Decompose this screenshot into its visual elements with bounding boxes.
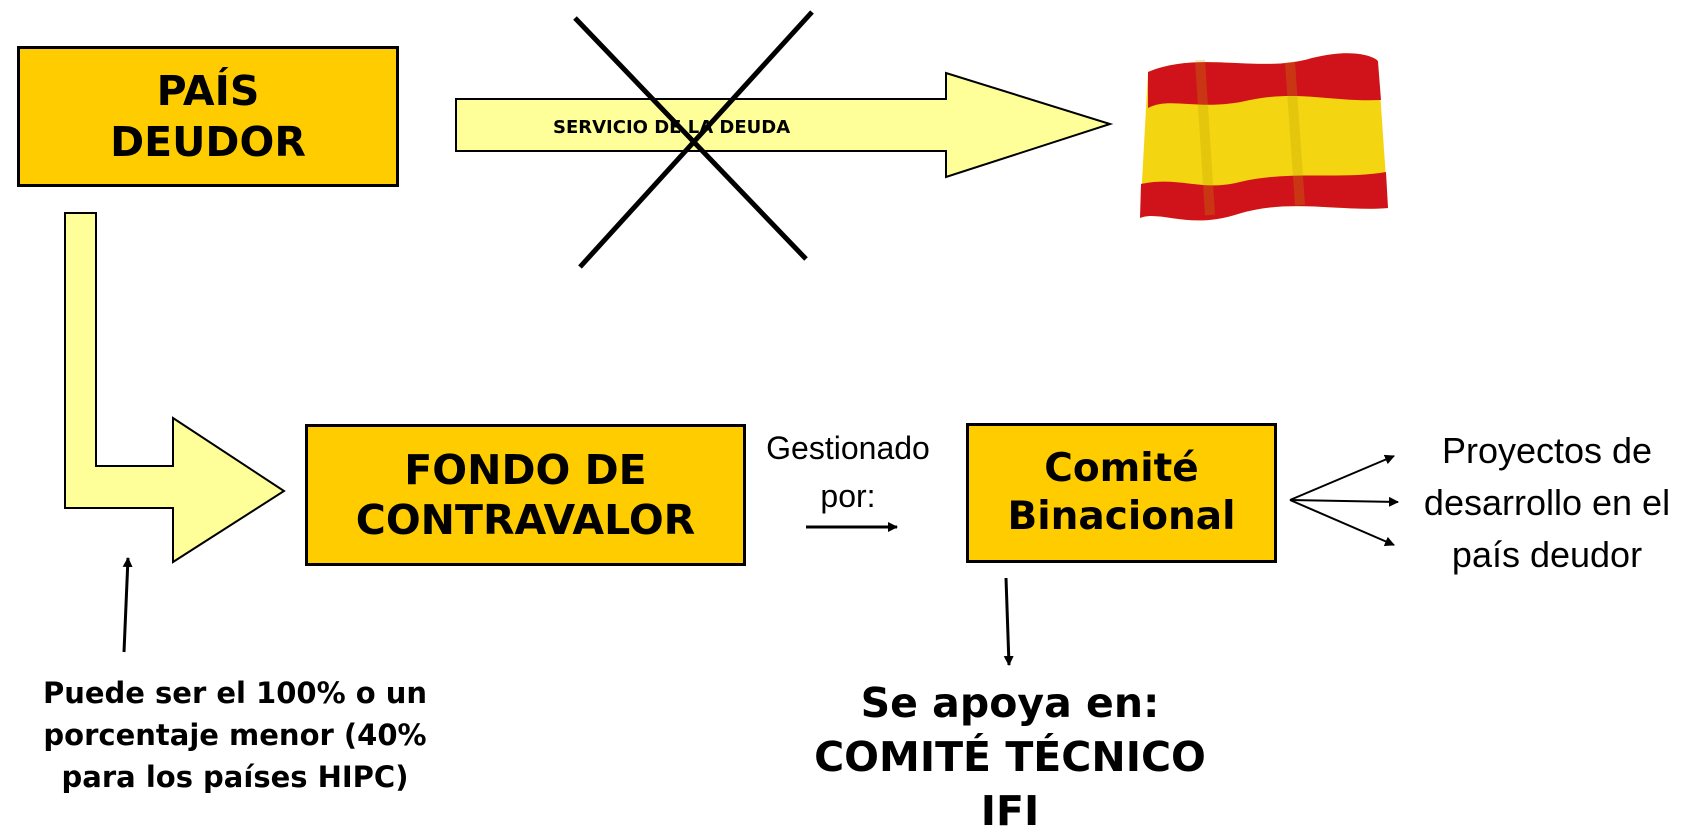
percentage-note-line1: Puede ser el 100% o un: [42, 676, 428, 710]
support-line2: COMITÉ TÉCNICO: [814, 733, 1206, 781]
flow-arrow-to-fondo: [64, 212, 286, 564]
pais-deudor-line2: DEUDOR: [110, 117, 306, 166]
debt-service-arrow: [455, 71, 1114, 179]
percentage-note: Puede ser el 100% o un porcentaje menor …: [0, 672, 470, 798]
projects-line1: Proyectos de: [1441, 430, 1653, 471]
projects-arrows: [1289, 454, 1399, 547]
spain-flag-icon: [1140, 53, 1388, 221]
projects-line3: país deudor: [1451, 534, 1643, 575]
debt-service-label: SERVICIO DE LA DEUDA: [553, 117, 791, 138]
percentage-note-line3: para los países HIPC): [61, 760, 409, 794]
support-arrow: [1003, 577, 1014, 666]
x-cross-icon: [573, 10, 814, 269]
comite-binacional-box: Comité Binacional: [966, 423, 1277, 563]
fondo-line1: FONDO DE: [404, 445, 647, 494]
managed-by-line1: Gestionado: [766, 430, 930, 466]
projects-line2: desarrollo en el: [1423, 482, 1671, 523]
pais-deudor-line1: PAÍS: [156, 67, 260, 116]
comite-line1: Comité: [1044, 446, 1199, 492]
fondo-line2: CONTRAVALOR: [355, 496, 696, 544]
note-arrow: [122, 557, 133, 653]
percentage-note-line2: porcentaje menor (40%: [43, 718, 427, 752]
managed-by-line2: por:: [820, 478, 876, 514]
managed-by-label: Gestionado por:: [748, 424, 948, 520]
pais-deudor-box: PAÍS DEUDOR: [17, 46, 399, 187]
support-line1: Se apoya en:: [860, 679, 1160, 727]
support-label: Se apoya en: COMITÉ TÉCNICO IFI: [745, 676, 1275, 838]
support-line3: IFI: [980, 787, 1040, 835]
projects-label: Proyectos de desarrollo en el país deudo…: [1400, 425, 1694, 581]
fondo-contravalor-box: FONDO DE CONTRAVALOR: [305, 424, 746, 566]
comite-line2: Binacional: [1007, 494, 1236, 539]
